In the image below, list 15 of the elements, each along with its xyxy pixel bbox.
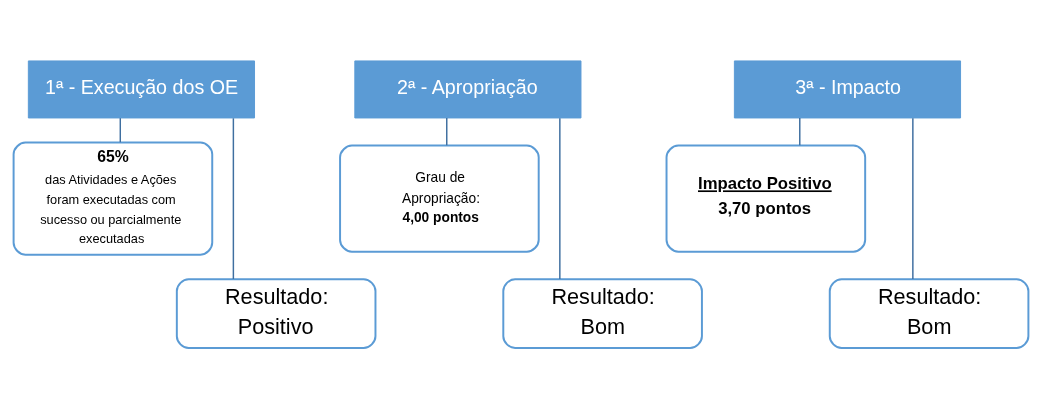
node-box: Grau de Apropriação: 4,00 pontos	[339, 144, 540, 253]
node-box: Resultado: Bom	[502, 277, 703, 349]
node-box: 1ª - Execução dos OE	[27, 59, 255, 118]
connector	[119, 116, 122, 143]
connector	[799, 116, 801, 146]
node-box: Resultado: Positivo	[175, 277, 377, 349]
node-box: 3ª - Impacto	[733, 59, 962, 118]
connector	[232, 117, 235, 280]
node-box: Resultado: Bom	[828, 277, 1030, 349]
node-box: 65% das Atividades e Ações foram executadas com sucesso ou parcialmente executadas	[12, 141, 214, 256]
connector	[912, 117, 914, 280]
node-box: 2ª - Apropriação	[354, 59, 582, 118]
node-box: Impacto Positivo 3,70 pontos	[665, 144, 867, 253]
connector	[446, 116, 448, 146]
connector	[559, 117, 561, 280]
